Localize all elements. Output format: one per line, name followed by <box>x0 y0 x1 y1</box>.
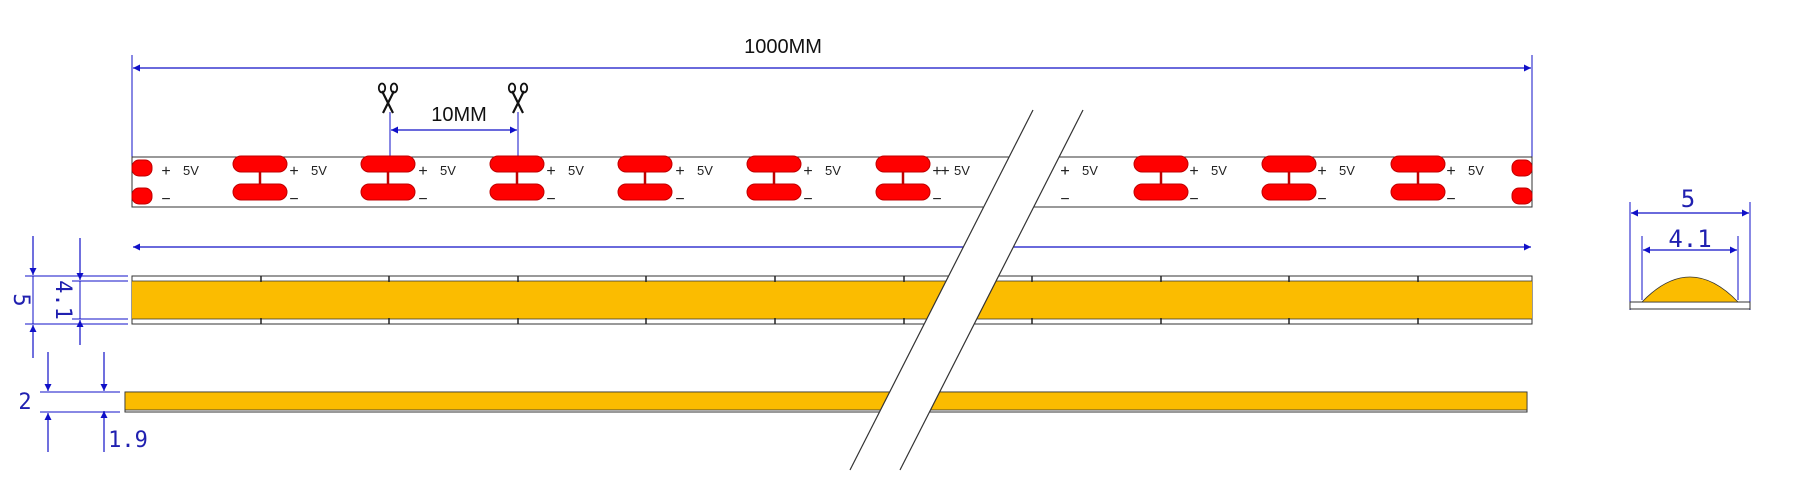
pad-negative: − <box>289 191 298 208</box>
led-chip <box>875 183 931 201</box>
voltage-label: 5V <box>183 163 199 178</box>
pad-positive: + <box>1189 163 1198 180</box>
voltage-label: 5V <box>568 163 584 178</box>
cross-section-profile: 5 4.1 <box>1629 185 1751 310</box>
pad-negative: − <box>1189 191 1198 208</box>
overall-height-label: 2 <box>18 390 31 415</box>
pad-negative: − <box>1317 191 1326 208</box>
led-chip <box>1133 183 1189 201</box>
led-chip-partial <box>1511 159 1533 177</box>
led-chip <box>1261 155 1317 173</box>
total-length-dimension: 1000MM <box>131 36 1533 205</box>
break-band <box>849 109 1084 471</box>
led-chip <box>360 183 416 201</box>
board-height-label: 1.9 <box>108 428 148 453</box>
side-height-dimensions: 2 1.9 <box>18 352 148 453</box>
front-height-dimensions: 5 4.1 <box>8 236 128 358</box>
cut-marks <box>260 276 1419 324</box>
led-chip <box>617 183 673 201</box>
led-chip-pair <box>489 155 545 201</box>
led-chip-partial <box>131 187 153 205</box>
led-chip-pair <box>1390 155 1446 201</box>
led-chip-pair <box>875 155 931 201</box>
led-chip-partial <box>1511 187 1533 205</box>
pad-positive: + <box>1446 163 1455 180</box>
pad-positive: + <box>1060 163 1069 180</box>
led-chip-pair <box>617 155 673 201</box>
pad-negative: − <box>932 191 941 208</box>
led-chip <box>489 183 545 201</box>
led-chip <box>746 183 802 201</box>
voltage-label: 5V <box>1211 163 1227 178</box>
voltage-label: 5V <box>954 163 970 178</box>
pcb-cell-group: +5V−+5V−+5V−+5V−+5V−+5V−+5V−+5V−+5V−+5V−… <box>131 155 1533 208</box>
led-chip-pair <box>1133 155 1189 201</box>
strip-width-label: 5 <box>8 293 33 306</box>
voltage-label: 5V <box>1339 163 1355 178</box>
led-chip-pair <box>746 155 802 201</box>
voltage-label: 5V <box>825 163 841 178</box>
led-chip <box>875 155 931 173</box>
led-chip <box>489 155 545 173</box>
profile-width-label: 5 <box>1681 185 1695 213</box>
scissors-icon <box>507 82 529 114</box>
voltage-label: 5V <box>1468 163 1484 178</box>
led-chip <box>1133 155 1189 173</box>
pad-negative: − <box>161 191 170 208</box>
pad-positive: + <box>932 163 941 180</box>
pad-positive: + <box>161 163 170 180</box>
profile-emitting-width-label: 4.1 <box>1668 225 1711 253</box>
pad-positive: + <box>546 163 555 180</box>
led-chip-pair <box>1261 155 1317 201</box>
cob-side-view <box>124 391 1528 413</box>
pad-positive: + <box>1317 163 1326 180</box>
voltage-label: 5V <box>1082 163 1098 178</box>
cut-length-dimension: 10MM <box>377 82 529 160</box>
led-chip <box>1390 183 1446 201</box>
pad-positive: + <box>803 163 812 180</box>
led-chip-partial <box>131 159 153 177</box>
cut-length-label: 10MM <box>431 104 487 126</box>
pad-positive: + <box>940 163 949 180</box>
pad-positive: + <box>1060 163 1069 180</box>
pcb-top-view: +5V−+5V−+5V−+5V−+5V−+5V−+5V−+5V−+5V−+5V−… <box>131 155 1533 208</box>
voltage-label: 5V <box>440 163 456 178</box>
led-chip <box>360 155 416 173</box>
voltage-label: 5V <box>311 163 327 178</box>
scissors-icon <box>377 82 399 114</box>
pad-negative: − <box>546 191 555 208</box>
led-chip <box>232 183 288 201</box>
led-chip <box>1390 155 1446 173</box>
led-chip-pair <box>360 155 416 201</box>
pad-negative: − <box>803 191 812 208</box>
pad-positive: + <box>289 163 298 180</box>
voltage-label: 5V <box>697 163 713 178</box>
led-chip <box>232 155 288 173</box>
emitting-width-label: 4.1 <box>50 280 75 320</box>
cob-front-view <box>131 275 1533 325</box>
pad-negative: − <box>1060 191 1069 208</box>
pad-negative: − <box>675 191 684 208</box>
pad-positive: + <box>418 163 427 180</box>
pad-positive: + <box>675 163 684 180</box>
led-chip <box>746 155 802 173</box>
led-chip-pair <box>232 155 288 201</box>
pad-negative: − <box>1446 191 1455 208</box>
led-chip <box>617 155 673 173</box>
pad-negative: − <box>418 191 427 208</box>
total-length-label: 1000MM <box>744 36 822 58</box>
led-chip <box>1261 183 1317 201</box>
